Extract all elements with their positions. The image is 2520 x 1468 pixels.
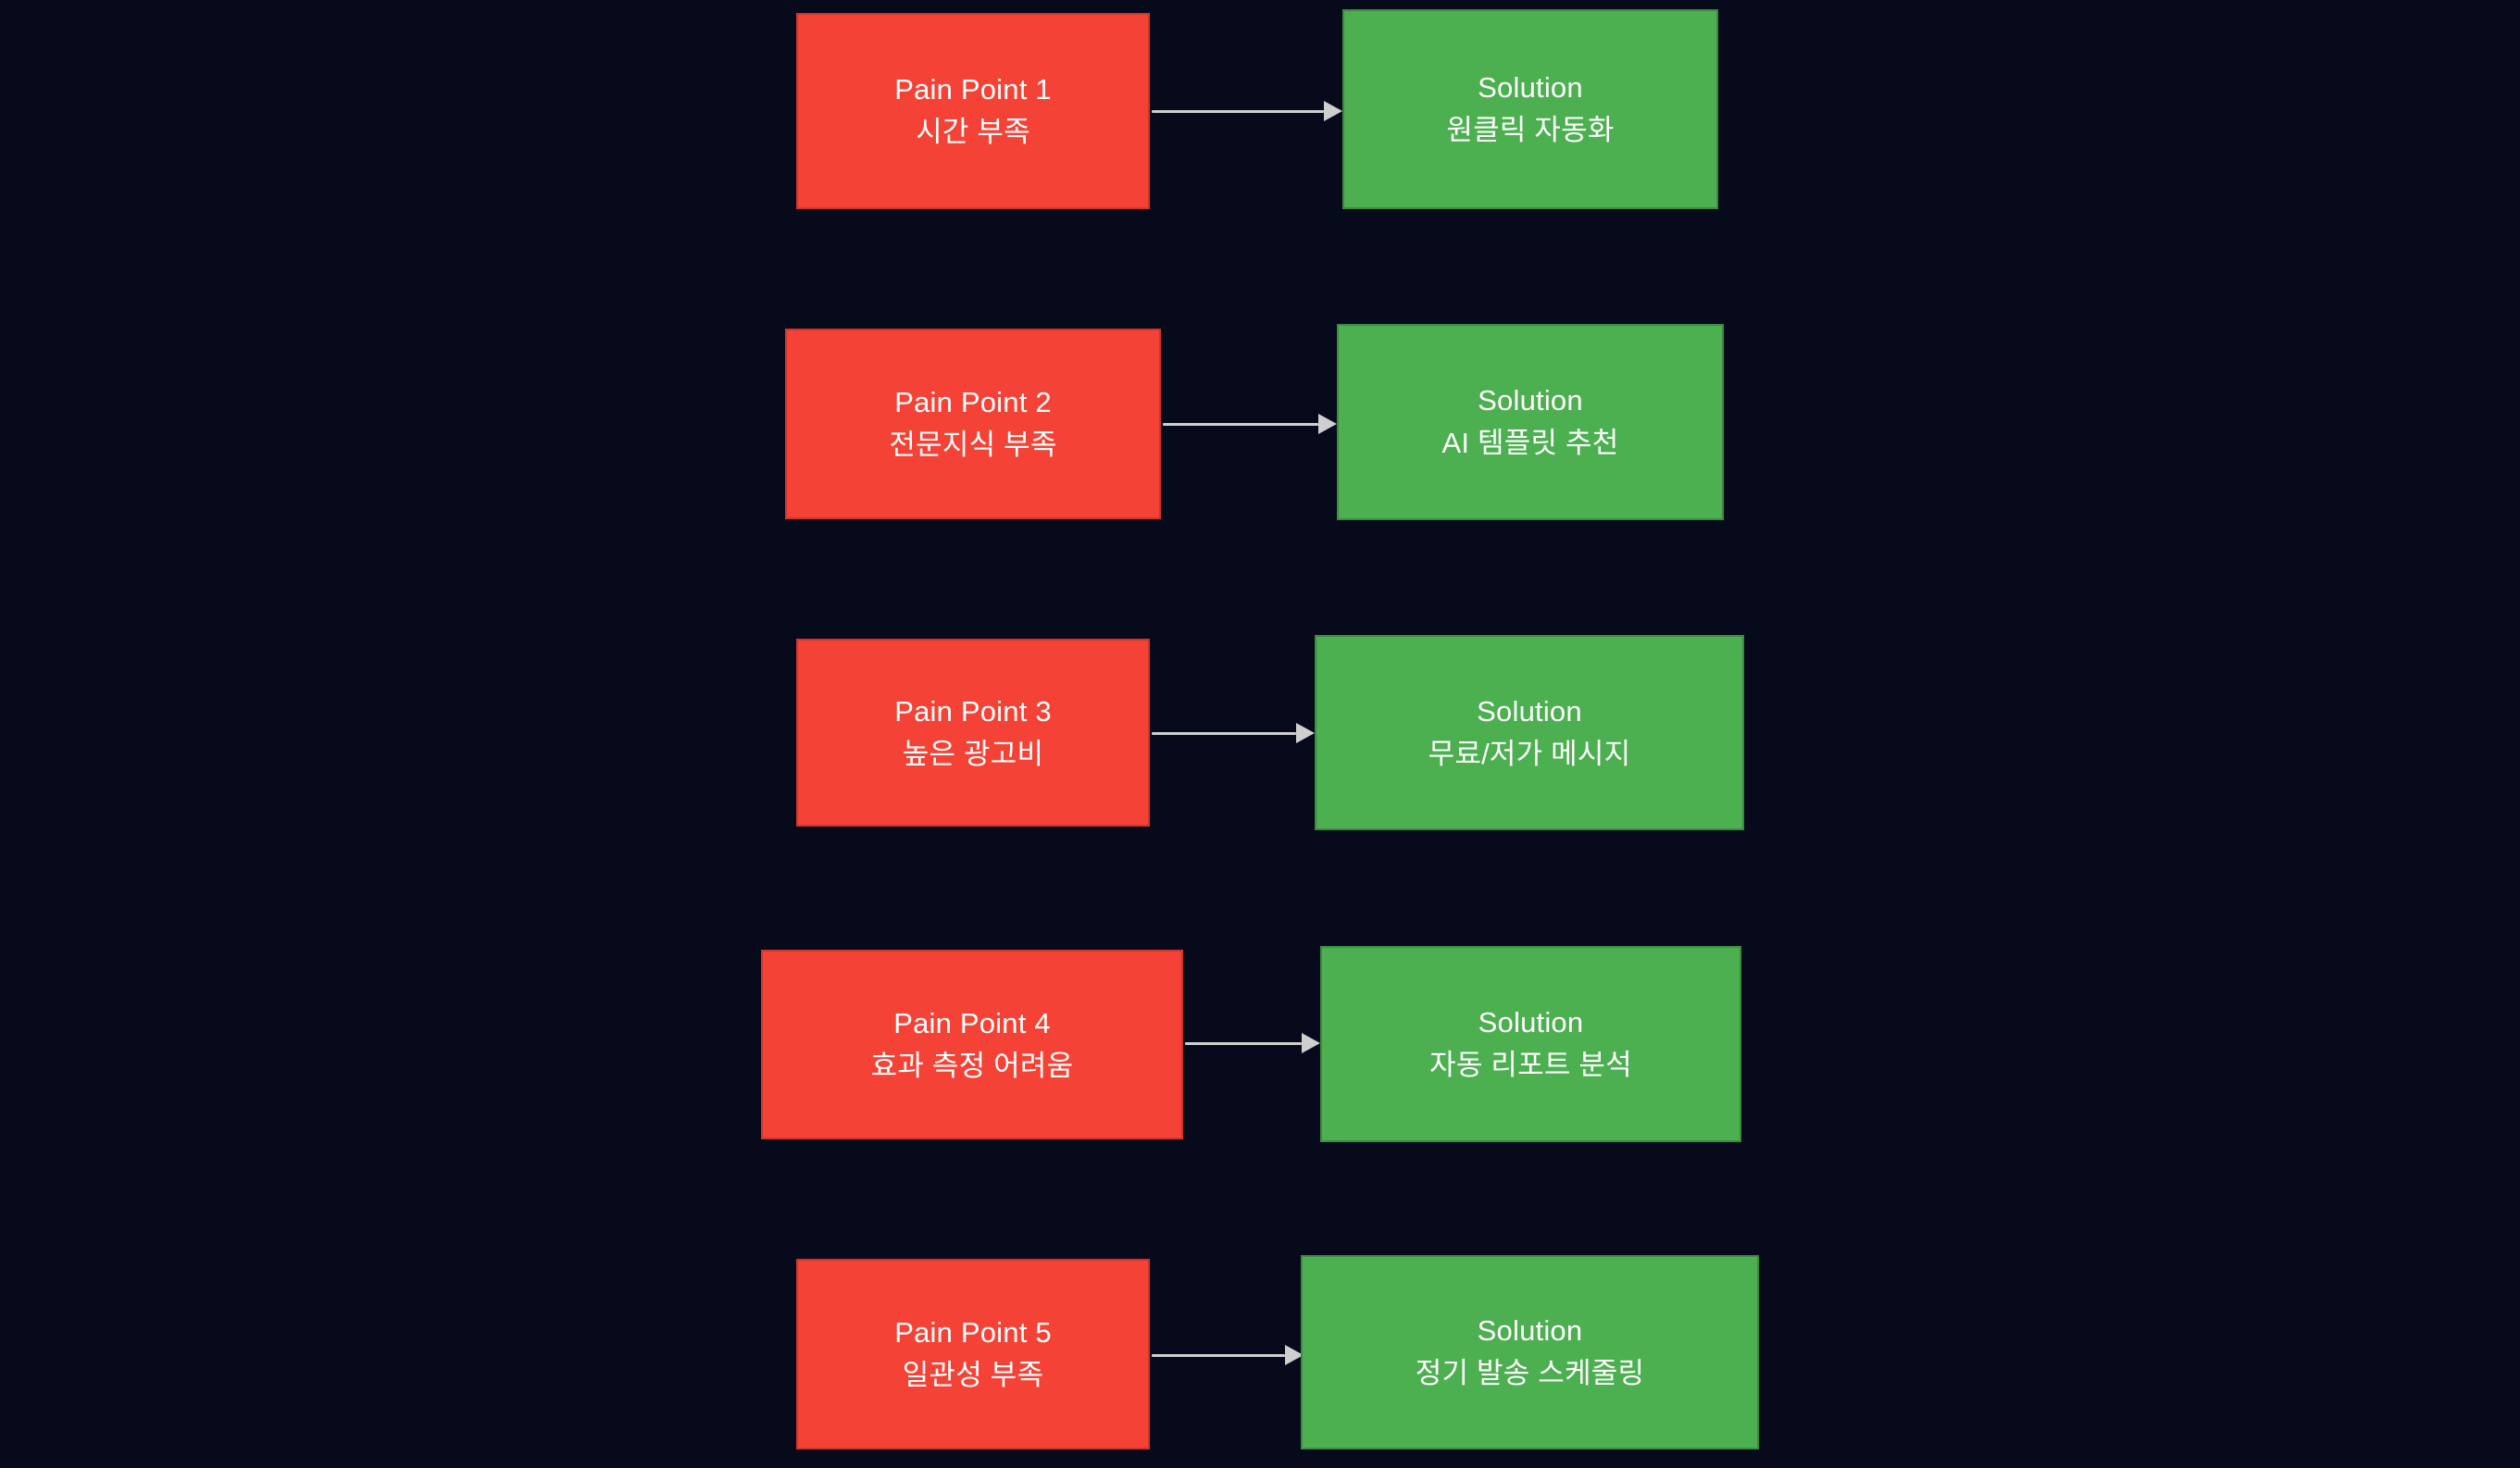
pain-point-detail-2: 전문지식 부족 [889,429,1057,461]
arrow-head-3 [1296,723,1315,743]
solution-node-1[interactable]: Solution 원클릭 자동화 [1342,9,1718,209]
pain-point-node-4[interactable]: Pain Point 4 효과 측정 어려움 [761,950,1183,1139]
pain-point-detail-3: 높은 광고비 [902,737,1044,770]
pain-point-detail-1: 시간 부족 [916,116,1030,148]
pain-point-detail-5: 일관성 부족 [902,1359,1044,1391]
pain-point-node-3[interactable]: Pain Point 3 높은 광고비 [796,639,1150,827]
solution-detail-2: AI 템플릿 추천 [1441,427,1619,459]
pain-point-title-4: Pain Point 4 [893,1006,1051,1039]
arrow-head-5 [1285,1345,1304,1365]
solution-node-5[interactable]: Solution 정기 발송 스케줄링 [1301,1255,1759,1449]
solution-detail-4: 자동 리포트 분석 [1429,1049,1632,1081]
pain-point-title-3: Pain Point 3 [894,694,1052,728]
arrow-head-2 [1318,414,1337,434]
solution-detail-3: 무료/저가 메시지 [1428,737,1631,770]
arrow-5 [1152,1345,1304,1365]
solution-title-5: Solution [1477,1314,1583,1348]
solution-node-2[interactable]: Solution AI 템플릿 추천 [1337,324,1724,520]
solution-title-3: Solution [1477,694,1582,728]
pain-point-title-5: Pain Point 5 [894,1316,1052,1350]
arrow-shaft-3 [1152,732,1296,735]
pain-point-detail-4: 효과 측정 어려움 [870,1049,1074,1082]
arrow-shaft-5 [1152,1354,1285,1357]
solution-node-4[interactable]: Solution 자동 리포트 분석 [1320,946,1741,1142]
arrow-shaft-1 [1152,110,1324,113]
arrow-3 [1152,723,1315,743]
pain-point-node-1[interactable]: Pain Point 1 시간 부족 [796,13,1150,209]
pain-point-node-2[interactable]: Pain Point 2 전문지식 부족 [785,329,1161,519]
solution-title-4: Solution [1478,1006,1584,1039]
pain-point-title-1: Pain Point 1 [894,73,1052,106]
solution-node-3[interactable]: Solution 무료/저가 메시지 [1315,635,1744,830]
arrow-head-1 [1324,101,1342,121]
pain-point-title-2: Pain Point 2 [894,386,1052,419]
arrow-head-4 [1302,1033,1320,1053]
arrow-1 [1152,101,1342,121]
arrow-2 [1163,414,1337,434]
arrow-4 [1185,1033,1320,1053]
solution-detail-5: 정기 발송 스케줄링 [1415,1357,1645,1389]
solution-title-2: Solution [1478,384,1583,417]
solution-detail-1: 원클릭 자동화 [1446,114,1615,146]
arrow-shaft-2 [1163,423,1318,426]
solution-title-1: Solution [1478,71,1583,105]
pain-point-node-5[interactable]: Pain Point 5 일관성 부족 [796,1259,1150,1449]
arrow-shaft-4 [1185,1042,1302,1045]
